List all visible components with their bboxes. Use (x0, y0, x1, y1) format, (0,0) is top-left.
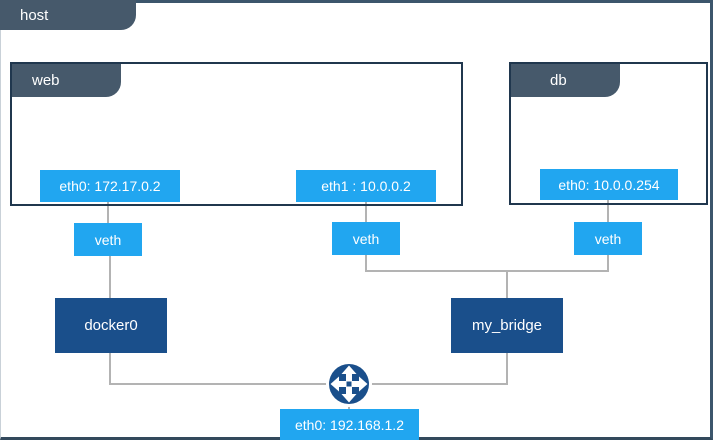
web-eth1-label: eth1 : 10.0.0.2 (296, 170, 436, 202)
router-icon (326, 361, 372, 407)
container-web-tab: web (12, 64, 121, 97)
veth-1-text: veth (94, 231, 122, 248)
connector-to-my-bridge (506, 270, 508, 298)
db-eth0-label: eth0: 10.0.0.254 (540, 169, 678, 200)
container-web-label: web (32, 72, 60, 89)
connector-docker0-down (109, 353, 111, 384)
my-bridge-text: my_bridge (471, 317, 543, 334)
db-eth0-text: eth0: 10.0.0.254 (558, 176, 660, 193)
host-label: host (20, 6, 49, 24)
veth-2-text: veth (352, 230, 380, 247)
connector-veth3-down (607, 255, 609, 271)
connector-my-bridge-down (506, 353, 508, 384)
host-eth0-text: eth0: 192.168.1.2 (295, 416, 404, 433)
container-web: web (10, 62, 463, 206)
connector-bridges-horizontal (109, 383, 508, 385)
host-eth0-label: eth0: 192.168.1.2 (280, 409, 419, 440)
container-db-tab: db (511, 64, 620, 97)
connector-web-eth1-to-veth (365, 202, 367, 223)
host-tab: host (0, 0, 136, 30)
veth-box-1: veth (74, 223, 142, 256)
veth-3-text: veth (594, 230, 622, 247)
veth-box-2: veth (332, 222, 400, 255)
container-db-label: db (550, 72, 567, 89)
container-db: db (509, 62, 708, 205)
web-eth0-text: eth0: 172.17.0.2 (59, 178, 161, 194)
web-eth0-label: eth0: 172.17.0.2 (40, 170, 180, 202)
connector-veth2-down (365, 255, 367, 271)
bridge-my-bridge: my_bridge (451, 298, 563, 353)
connector-web-eth0-to-veth (107, 202, 109, 223)
web-eth1-text: eth1 : 10.0.0.2 (321, 178, 411, 194)
bridge-docker0: docker0 (55, 298, 167, 353)
connector-veths-horizontal (365, 270, 609, 272)
veth-box-3: veth (574, 222, 642, 255)
connector-db-eth0-to-veth (607, 200, 609, 223)
docker0-text: docker0 (84, 317, 138, 334)
connector-veth-to-docker0 (109, 256, 111, 298)
